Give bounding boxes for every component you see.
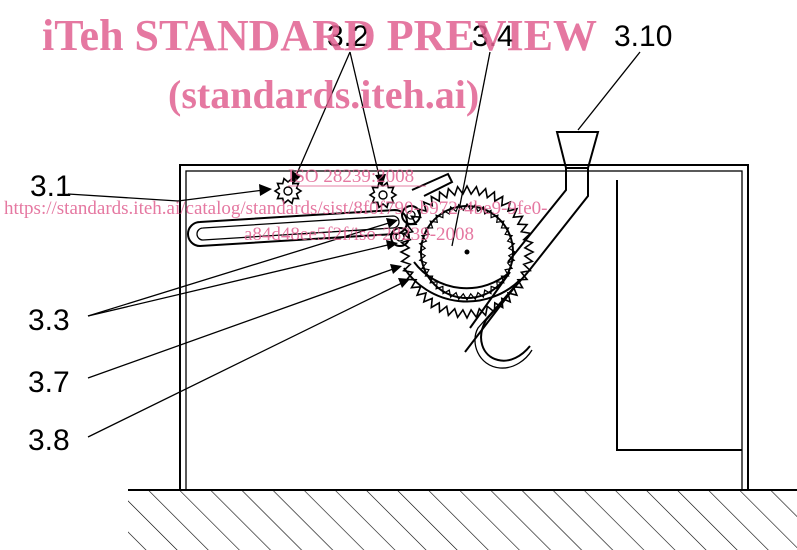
side-compartment [616, 180, 742, 451]
drum [399, 184, 535, 320]
leader-lines [67, 51, 641, 438]
outlet-hook [474, 271, 533, 369]
watermark-iso: ISO 28239:2008 [288, 166, 414, 187]
guide-channel [403, 261, 521, 353]
watermark-subtitle: (standards.iteh.ai) [168, 72, 479, 117]
ground-hatch [128, 489, 797, 550]
label-3-7: 3.7 [28, 366, 70, 399]
conveyor-belt [187, 208, 408, 248]
label-3-10: 3.10 [614, 20, 672, 53]
housing-box [179, 164, 749, 491]
guide-plate-top [411, 172, 454, 197]
label-3-1: 3.1 [30, 170, 72, 203]
feed-funnel [507, 131, 600, 273]
watermark-title: iTeh STANDARD PREVIEW [42, 11, 597, 60]
watermark-url-line1: https://standards.iteh.ai/catalog/standa… [4, 198, 548, 219]
watermark-url-line2: a84d48ee5f2f/iso-28239-2008 [244, 224, 474, 245]
roller-lower [390, 227, 410, 247]
label-3-4: 3.4 [472, 20, 514, 53]
label-3-3: 3.3 [28, 304, 70, 337]
label-3-8: 3.8 [28, 424, 70, 457]
label-3-2: 3.2 [327, 20, 369, 53]
